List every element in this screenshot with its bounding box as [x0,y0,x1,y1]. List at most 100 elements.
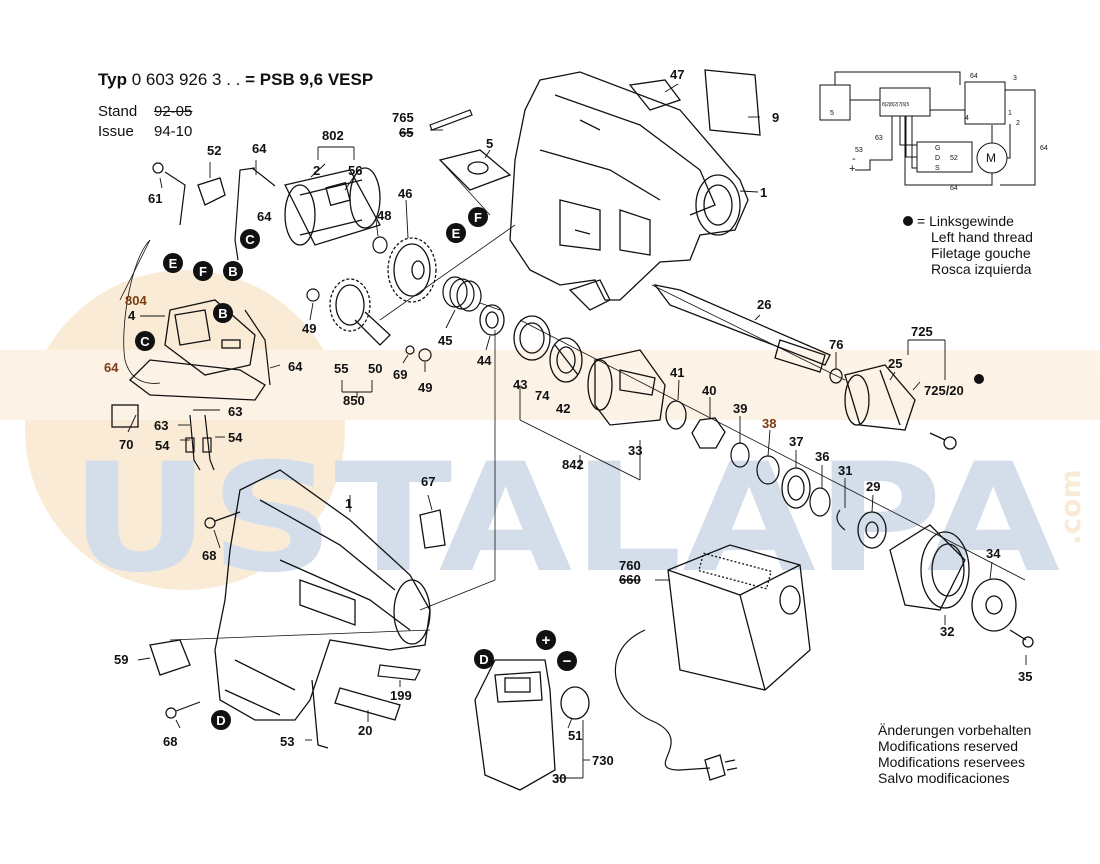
label-43: 43 [513,377,527,392]
schem-n64c: 64 [950,185,958,192]
legend-line-3: Filetage gouche [931,245,1031,261]
label-32: 32 [940,624,954,639]
label-35: 35 [1018,669,1032,684]
label-37: 37 [789,434,803,449]
schem-n63: 63 [875,135,883,142]
spring-45 [442,276,482,312]
clutch-42 [549,337,583,383]
battery-minus-icon: − [557,651,577,671]
schem-d: D [935,155,940,162]
schem-n1: 1 [1008,110,1012,117]
washer-36 [809,487,831,517]
label-63-b: 63 [228,404,242,419]
schem-block-52 [916,141,973,173]
gear-55 [329,278,391,346]
label-49-b: 49 [418,380,432,395]
plus-sign: + [542,632,551,649]
callout-b-2: B [213,303,233,323]
nut-41 [665,400,687,430]
part-40 [691,417,726,449]
label-69: 69 [393,367,407,382]
clip-67 [419,509,446,549]
sleeve-32 [889,524,970,611]
leader-lines [127,83,1027,779]
gear-46 [387,237,437,303]
label-842: 842 [562,457,584,472]
wire-64c [244,309,271,386]
label-70: 70 [119,437,133,452]
schem-s: S [935,165,940,172]
label-199: 199 [390,688,412,703]
label-730: 730 [592,753,614,768]
typ-number: 0 603 926 3 . . [131,70,241,89]
label-52: 52 [207,143,221,158]
label-804: 804 [125,293,147,308]
callout-d-1: D [211,710,231,730]
label-54-b: 54 [228,430,243,445]
document-title: Typ 0 603 926 3 . . = PSB 9,6 VESP [98,70,373,90]
switch-804 [129,299,266,401]
callout-e-1-text: E [452,226,461,241]
schem-n4: 4 [965,115,969,122]
chuck-screw [929,432,957,450]
chuck-25 [844,364,916,431]
battery-pack [474,659,556,791]
label-40: 40 [702,383,716,398]
label-68-b: 68 [163,734,177,749]
callout-e-2: E [163,253,183,273]
label-59: 59 [114,652,128,667]
left-thread-marker-icon [974,374,984,384]
schem-switch [964,81,1006,125]
ring-43 [513,315,551,361]
motor [284,167,381,246]
label-38: 38 [762,416,776,431]
label-2: 2 [313,163,320,178]
callout-e-2-text: E [169,256,178,271]
stand-value: 92-05 [154,103,193,120]
schem-chip-pins: 8|2|8|2|7|6|5 [882,102,909,108]
callout-d-2-text: D [479,652,488,667]
label-65: 65 [399,125,413,140]
label-36: 36 [815,449,829,464]
callout-e-1: E [446,223,466,243]
callout-b-1-text: B [228,264,237,279]
label-1-top: 1 [760,185,767,200]
part-59 [149,639,191,676]
schem-n5: 5 [830,110,834,117]
model-name: = PSB 9,6 VESP [245,70,374,89]
charger-760 [667,544,811,691]
part-labels: 47 9 1 765 65 5 802 2 56 52 64 61 64 48 … [104,67,1032,786]
label-5: 5 [486,136,493,151]
legend-line-4: Rosca izquierda [931,261,1032,277]
belt-hook-53 [311,679,329,749]
schem-n3: 3 [1013,75,1017,82]
label-64-a: 64 [252,141,267,156]
charger-cable [614,629,711,771]
cover-34 [971,578,1017,632]
mod-line-3: Modifications reservees [878,754,1026,770]
schem-m: M [986,151,996,165]
legend-line-1: = Linksgewinde [917,213,1014,229]
brush-70 [111,404,139,428]
housing-handle [214,469,431,721]
label-660: 660 [619,572,641,587]
schem-n2: 2 [1016,120,1020,127]
washer-69 [405,345,415,355]
label-2-strike [310,163,326,178]
callout-c-2: C [135,331,155,351]
wiring-schematic [819,71,1036,186]
schematic-labels: 64 3 1 2 4 5 63 53 G D S 52 M + - 8|2|8|… [830,73,1048,192]
label-64-b: 64 [257,209,272,224]
label-50: 50 [368,361,382,376]
label-4: 4 [128,308,136,323]
label-46: 46 [398,186,412,201]
watermark-circle [25,270,345,590]
mod-line-2: Modifications reserved [878,738,1019,754]
gear-housing-33 [587,349,666,426]
label-48: 48 [377,208,391,223]
label-42: 42 [556,401,570,416]
label-765: 765 [392,110,414,125]
callout-f-2-text: F [199,264,207,279]
label-53: 53 [280,734,294,749]
plug-icon [704,754,738,781]
